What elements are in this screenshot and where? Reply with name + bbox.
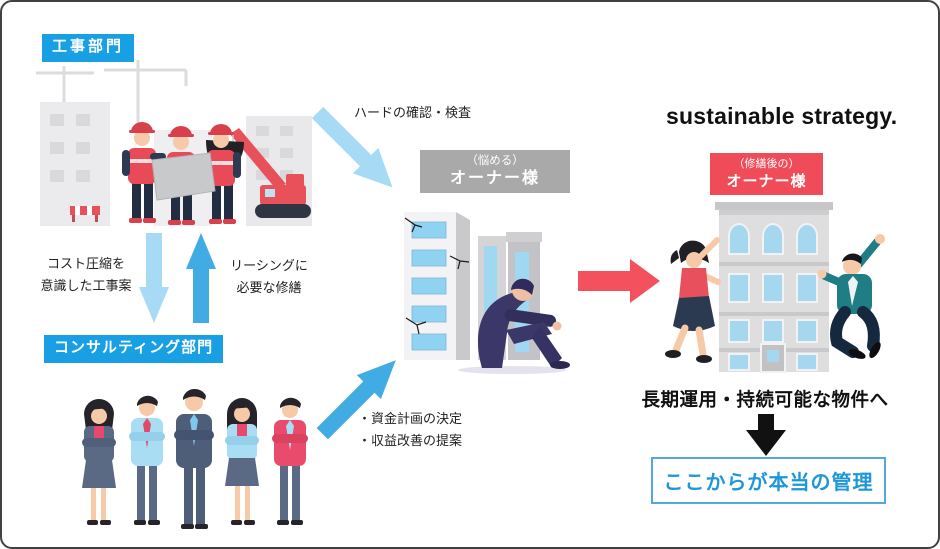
strategy-title: sustainable strategy.	[666, 103, 898, 129]
conclusion-text: ここからが本当の管理	[663, 472, 874, 494]
arrow-proposal	[310, 348, 408, 446]
crawler-crane-icon	[229, 128, 311, 218]
blueprint-icon	[151, 152, 216, 201]
cost-proposal-note: コスト圧縮を 意識した工事案	[40, 256, 132, 293]
leasing-repair-note: リーシングに 必要な修繕	[230, 258, 308, 295]
worried-owner-tagline: （悩める）	[466, 155, 524, 167]
conclusion-box: ここからが本当の管理	[651, 457, 886, 504]
arrow-down-to-consulting	[139, 233, 169, 323]
repaired-owner-tagline: （修繕後の）	[733, 158, 800, 170]
depressed-owner-icon	[458, 278, 570, 374]
worker-figures	[122, 122, 244, 225]
worried-owner-label: （悩める） オーナー様	[420, 150, 570, 193]
construction-team-illustration	[36, 60, 312, 226]
worried-owner-title: オーナー様	[449, 170, 540, 187]
arrow-down-conclusion	[746, 414, 786, 456]
arrow-inspection	[305, 100, 405, 200]
arrow-transition	[578, 259, 660, 303]
consulting-team-illustration	[82, 388, 308, 529]
outcome-text: 長期運用・持続可能な物件へ	[641, 389, 889, 410]
repaired-owner-title: オーナー様	[726, 173, 807, 190]
barrier-icon	[70, 206, 100, 222]
inspection-note: ハードの確認・検査	[354, 105, 472, 120]
tower-crane-icon	[36, 60, 188, 130]
proposal-note: ・資金計画の決定 ・収益改善の提案	[358, 411, 463, 448]
arrow-up-to-construction	[186, 233, 216, 323]
consultant-figures	[82, 388, 308, 529]
construction-dept-label: 工事部門	[42, 34, 135, 62]
repaired-owner-illustration	[665, 202, 885, 373]
repaired-owner-label: （修繕後の） オーナー様	[710, 153, 823, 195]
repaired-building-icon	[715, 202, 833, 373]
consulting-dept-label: コンサルティング部門	[44, 335, 224, 363]
worried-owner-illustration	[404, 212, 570, 374]
happy-man-icon	[817, 234, 885, 359]
happy-woman-icon	[665, 237, 721, 363]
